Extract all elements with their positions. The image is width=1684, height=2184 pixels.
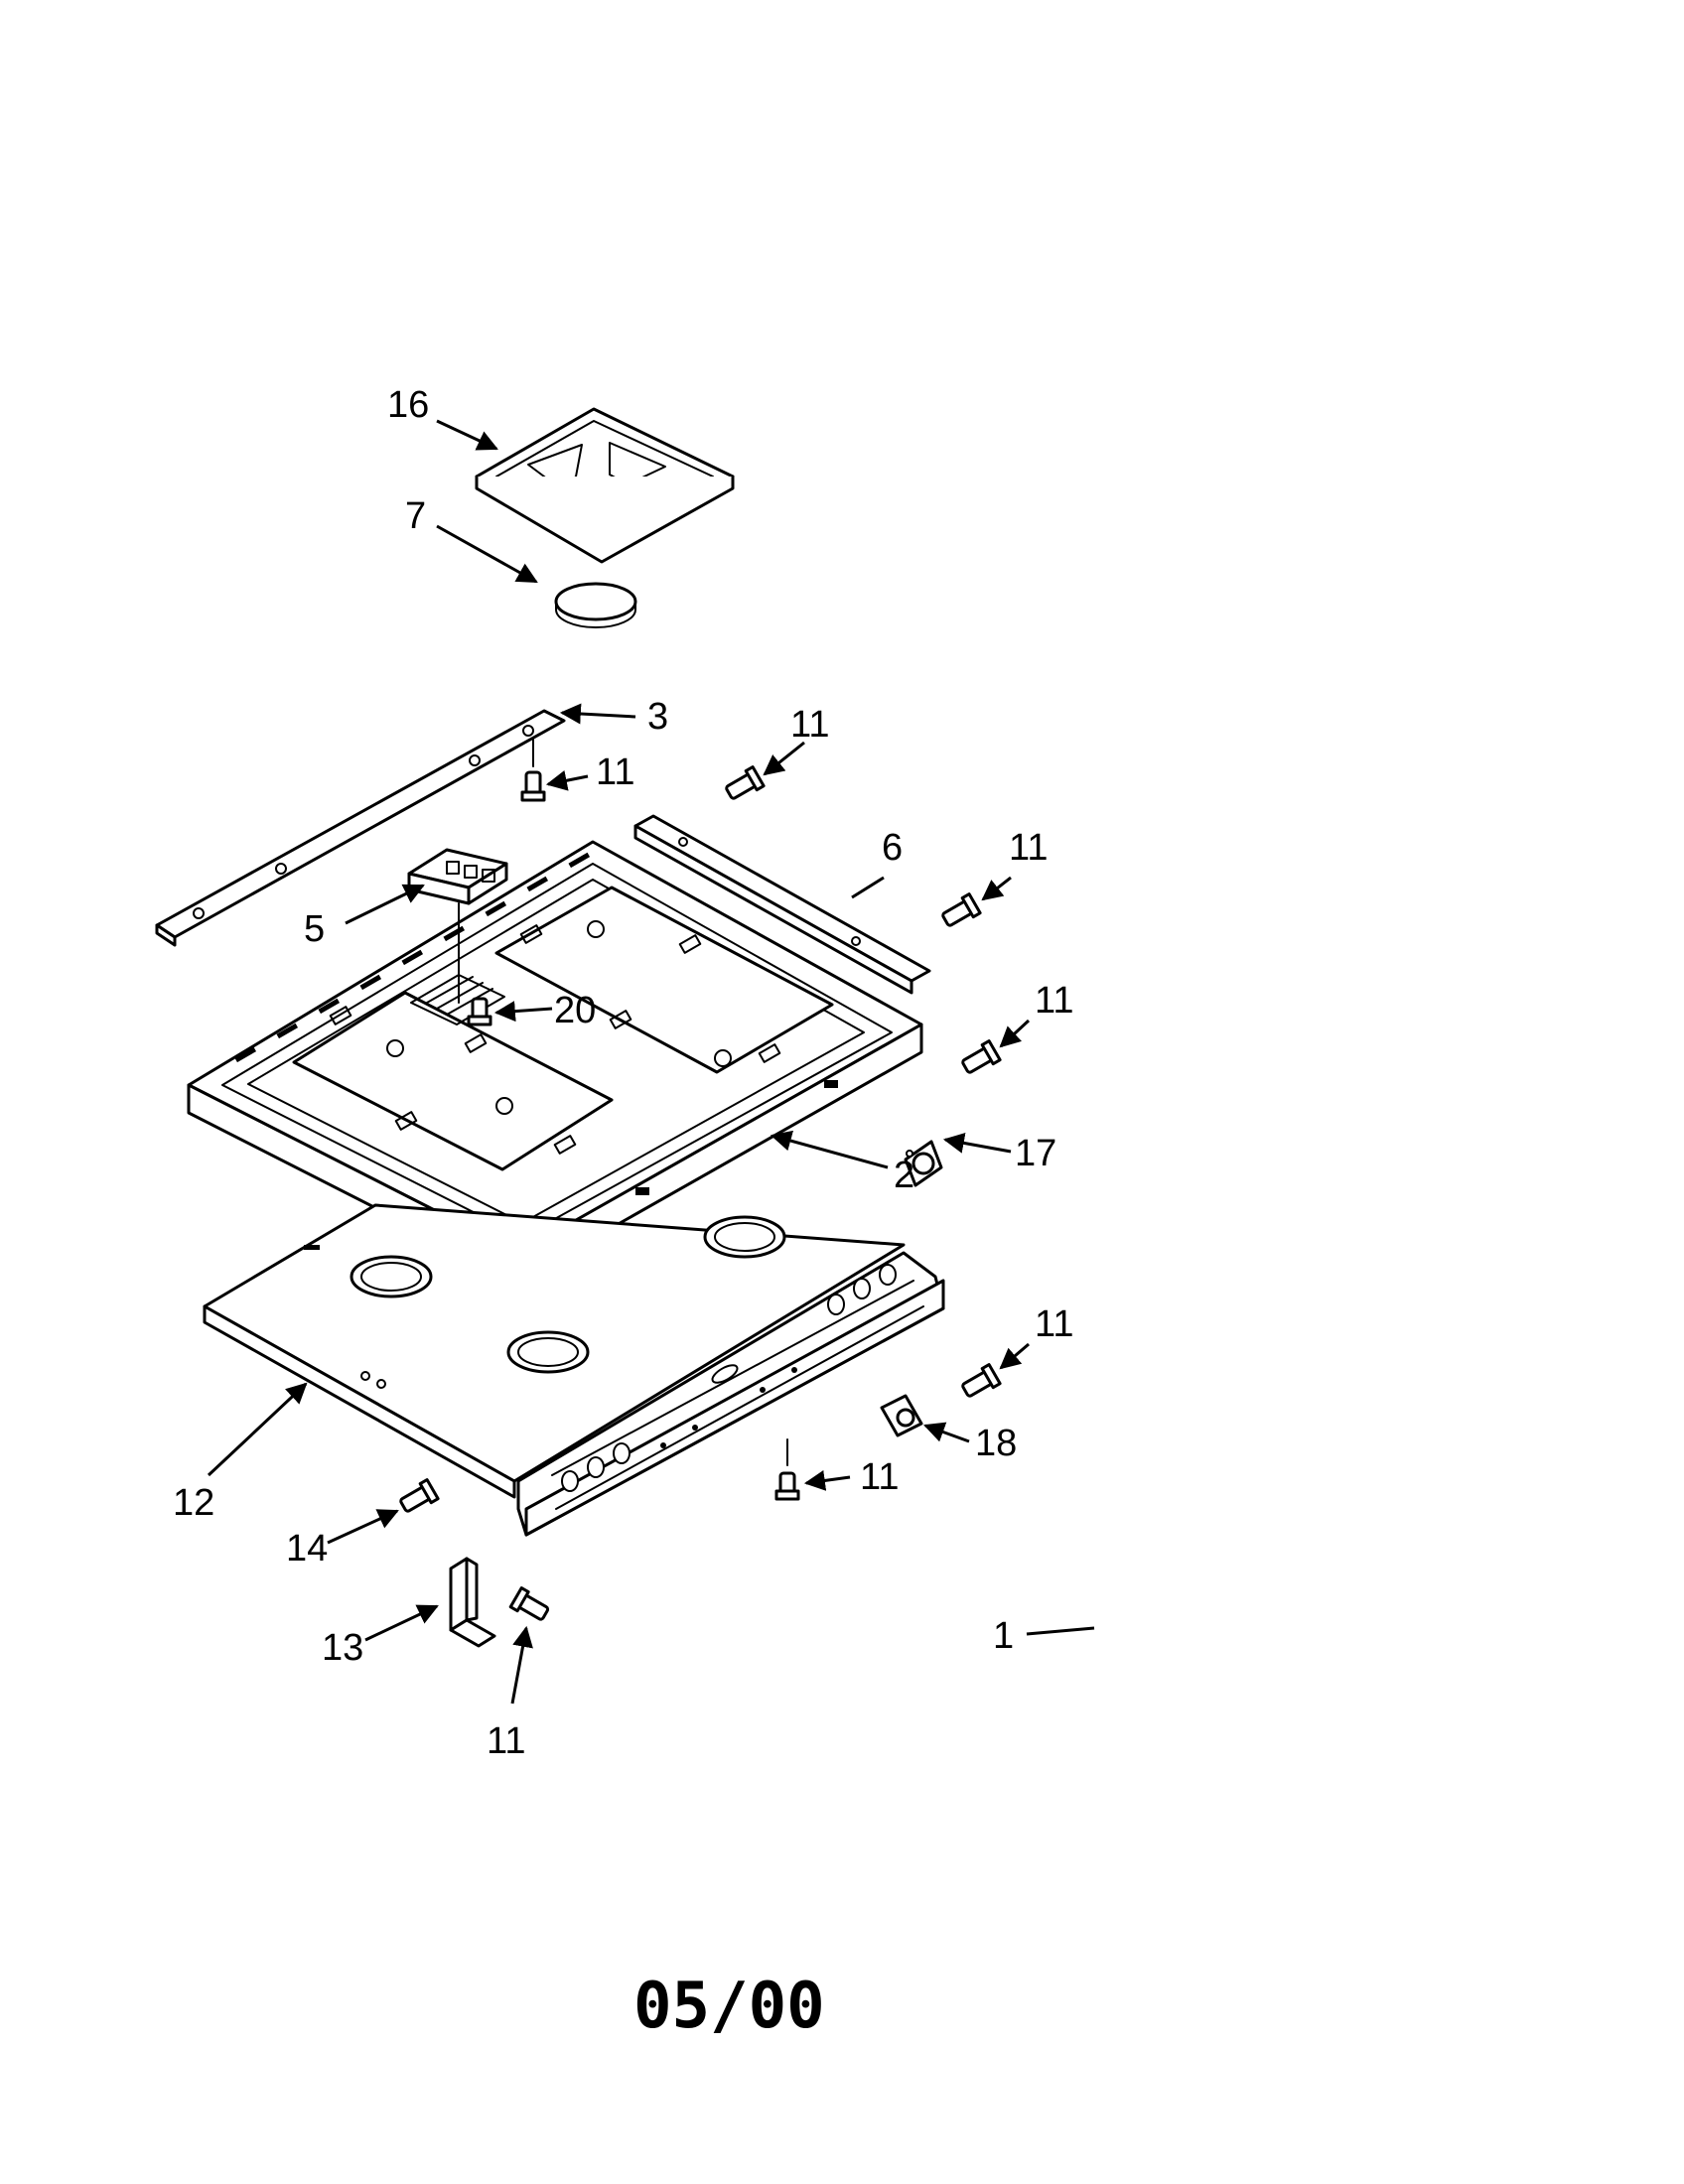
leader-11-f [803, 1470, 851, 1491]
callout-1: 1 [993, 1615, 1014, 1657]
screw-20 [467, 997, 492, 1026]
leader-14 [327, 1509, 399, 1545]
callout-2: 2 [894, 1155, 914, 1196]
callout-6: 6 [882, 827, 903, 869]
callout-18: 18 [975, 1423, 1017, 1464]
leader-20 [493, 1001, 553, 1023]
leader-18 [923, 1422, 970, 1443]
screw-14 [399, 1478, 440, 1513]
leader-3 [559, 703, 636, 725]
callout-11-d: 11 [1035, 980, 1073, 1022]
callout-11-g: 11 [487, 1720, 525, 1762]
screw-11-e [961, 1363, 1002, 1398]
rear-trim-strip-part [155, 709, 566, 947]
leader-11-d [999, 1019, 1031, 1048]
leader-11-b [763, 741, 805, 776]
callout-7: 7 [405, 495, 426, 537]
leader-7 [436, 524, 538, 584]
mounting-bracket-part [449, 1557, 496, 1648]
orifice-fitting-part [880, 1394, 923, 1437]
screw-11-f [774, 1471, 800, 1501]
leader-12 [207, 1382, 308, 1477]
burner-box-part [203, 1203, 945, 1537]
callout-5: 5 [304, 908, 325, 950]
screw-11-c [941, 892, 982, 927]
leader-16 [436, 419, 498, 451]
callout-20: 20 [554, 990, 596, 1031]
screw-11-g [508, 1586, 550, 1621]
screw-11-d [961, 1039, 1002, 1074]
leader-5 [345, 884, 425, 925]
leader-11-c [981, 876, 1012, 901]
leader-11-a [545, 769, 589, 791]
igniter-part [904, 1140, 943, 1187]
callout-11-a: 11 [596, 751, 634, 793]
callout-11-b: 11 [790, 704, 829, 746]
callout-14: 14 [286, 1528, 328, 1570]
switch-housing-part [407, 848, 508, 905]
callout-12: 12 [173, 1482, 214, 1524]
callout-3: 3 [647, 696, 668, 738]
leader-17 [942, 1133, 1012, 1154]
leader-13 [364, 1604, 439, 1642]
burner-cap-part [554, 582, 637, 628]
callout-16: 16 [387, 384, 429, 426]
callout-17: 17 [1015, 1133, 1056, 1174]
leader-6 [851, 876, 885, 899]
side-trim-strip-part [633, 814, 931, 995]
leader-11-g [510, 1625, 533, 1705]
burner-grate-part [475, 407, 735, 564]
callout-11-c: 11 [1009, 827, 1048, 869]
callout-13: 13 [322, 1627, 363, 1669]
date-code: 05/00 [633, 1970, 825, 2043]
cooktop-frame-part [187, 840, 923, 1283]
callout-11-f: 11 [860, 1456, 899, 1498]
leader-2 [770, 1130, 889, 1169]
leader-11-e [999, 1342, 1030, 1370]
leader-1 [1026, 1626, 1095, 1636]
callout-11-e: 11 [1035, 1303, 1073, 1345]
screw-11-a [520, 770, 546, 802]
screw-11-b [725, 765, 766, 800]
